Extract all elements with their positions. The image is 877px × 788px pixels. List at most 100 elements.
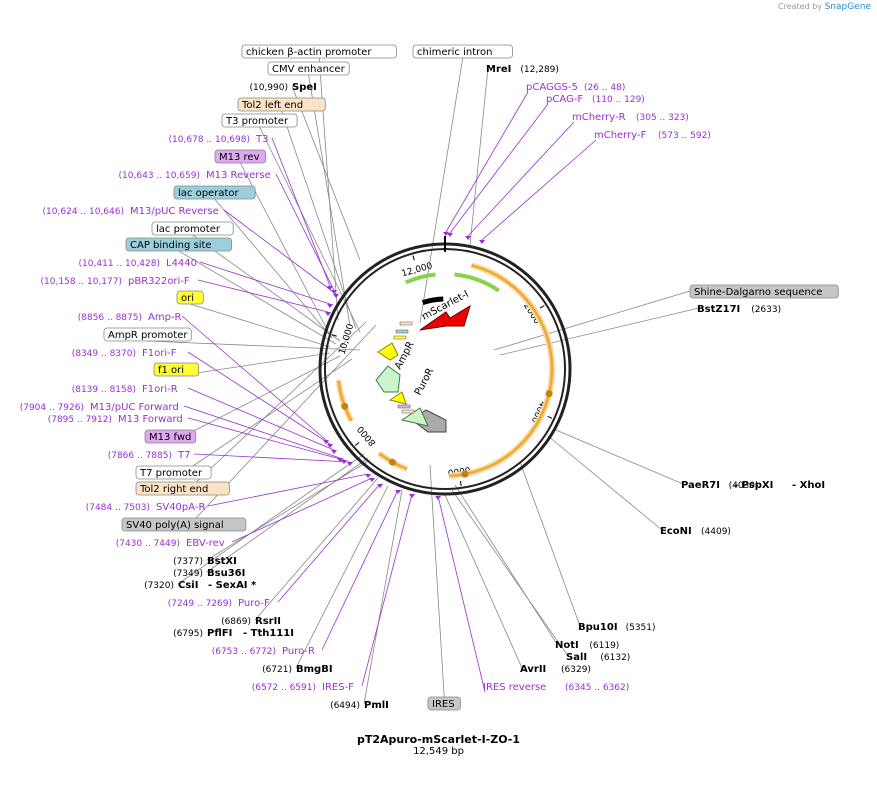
leader-line — [429, 464, 445, 698]
feature-box-lac-operator: lac operator — [173, 185, 256, 200]
primer-leader-line — [481, 139, 597, 241]
mscarlet-backbone-arc — [421, 296, 444, 306]
site-name: EcoNI — [660, 526, 692, 537]
primer-leader-line — [181, 315, 327, 441]
restriction-site-sexai: - SexAI * — [208, 580, 257, 591]
primer-binding-arrow — [331, 290, 337, 294]
orf-arc-amp — [337, 380, 353, 422]
brand-created-by: Created by — [778, 2, 823, 11]
primer-leader-line — [207, 473, 369, 507]
primer-ires-reverse: IRES reverse (6345 .. 6362) — [483, 682, 629, 693]
restriction-site-xhoi: - XhoI — [792, 480, 825, 491]
site-position: (5351) — [626, 623, 656, 633]
tick-mark — [459, 480, 462, 486]
site-name: PmlI — [364, 700, 389, 711]
primer-name: SV40pA-R — [156, 502, 205, 513]
leader-line — [176, 352, 331, 377]
plasmid-name: pT2Apuro-mScarlet-I-ZO-1 — [356, 733, 520, 746]
site-leader-line — [291, 85, 361, 261]
feature-box-text: T3 promoter — [225, 116, 289, 127]
site-name: - XhoI — [792, 480, 825, 491]
leader-line — [147, 340, 361, 351]
primer-binding-arrow — [409, 494, 415, 498]
primer-name: pCAGGS-5 — [526, 82, 578, 93]
site-position: (2633) — [751, 305, 781, 315]
restriction-site-bmgbi: (6721)BmgBI — [262, 664, 332, 675]
amp-promoter-arrow — [377, 342, 399, 361]
primer-name: IRES reverse — [483, 682, 546, 693]
site-name: - PspXI — [734, 480, 773, 491]
primer-position: (8856 .. 8875) — [78, 313, 142, 323]
primer-binding-arrow — [369, 478, 375, 482]
site-position: (6721) — [262, 665, 292, 675]
site-leader-line — [177, 453, 365, 585]
primer-sv40pa-r: (7484 .. 7503) SV40pA-R — [86, 502, 206, 513]
primer-name: L4440 — [166, 258, 197, 269]
feature-label-puror: PuroR — [413, 366, 436, 397]
site-leader-line — [295, 485, 389, 669]
site-position: (10,990) — [249, 83, 288, 93]
primer-position: (10,158 .. 10,177) — [41, 277, 122, 287]
restriction-site-noti: NotI(6119) — [555, 640, 619, 651]
site-position: (6795) — [173, 629, 203, 639]
primer-name: IRES-F — [322, 682, 354, 693]
primer-position: (7484 .. 7503) — [86, 503, 150, 513]
feature-box-text: Shine-Dalgarno sequence — [694, 287, 822, 298]
feature-box-tol2-left-end: Tol2 left end — [237, 97, 326, 112]
primer-name: M13 Reverse — [206, 170, 271, 181]
primer-name: M13/pUC Reverse — [130, 206, 219, 217]
feature-box-bg — [135, 465, 212, 480]
green-feature-arc-1 — [404, 272, 436, 285]
primer-name: T3 — [255, 134, 268, 145]
tick-label: 8000 — [356, 423, 379, 447]
tick-mark — [354, 442, 360, 447]
feature-box-text: chicken β-actin promoter — [246, 47, 372, 58]
primer-leader-line — [445, 91, 529, 233]
primer-position: (6345 .. 6362) — [565, 683, 629, 693]
feature-box-sv40-poly-a-signal: SV40 poly(A) signal — [121, 517, 247, 532]
primer-leader-line — [275, 173, 335, 291]
site-leader-line — [254, 477, 379, 621]
green-feature-arc-2 — [454, 272, 500, 293]
site-name: RsrII — [255, 616, 281, 627]
site-leader-line — [444, 494, 523, 669]
site-leader-line — [363, 489, 403, 705]
leader-line — [183, 324, 377, 532]
feature-box-shine-dalgarno-sequence: Shine-Dalgarno sequence — [689, 284, 839, 299]
primer-binding-arrow — [435, 496, 441, 500]
site-name: BstXI — [207, 556, 237, 567]
feature-box-bg — [412, 44, 513, 59]
backbone-inner-circle — [324, 248, 566, 490]
primer-puro-r: (6753 .. 6772)Puro-R — [212, 646, 315, 657]
site-name: PaeR7I — [681, 480, 720, 491]
site-position: (4030) — [729, 481, 759, 491]
restriction-site-bpu10i: Bpu10I(5351) — [578, 622, 656, 633]
primer-leader-line — [183, 405, 341, 459]
mscarlet-arrow — [419, 304, 471, 331]
restriction-site-pmli: (6494)PmlI — [330, 700, 389, 711]
primer-name: mCherry-R — [572, 112, 626, 123]
primer-position: (10,411 .. 10,428) — [79, 259, 160, 269]
leader-line — [192, 234, 341, 342]
primer-binding-arrow — [377, 484, 383, 488]
leader-line — [190, 303, 331, 348]
feature-box-bg — [125, 237, 232, 252]
feature-box-bg — [689, 284, 839, 299]
primer-position: (10,624 .. 10,646) — [43, 207, 124, 217]
primer-f1ori-r: (8139 .. 8158)F1ori-R — [72, 384, 178, 395]
feature-box-bg — [267, 61, 350, 76]
primer-leader-line — [199, 261, 331, 305]
feature-box-bg — [144, 429, 197, 444]
primer-name: M13 Forward — [118, 414, 183, 425]
site-name: - SexAI * — [208, 580, 257, 591]
primer-mcherry-r: mCherry-R(305 .. 323) — [572, 112, 689, 123]
primer-position: (573 .. 592) — [658, 131, 711, 141]
orf-arrowhead — [388, 458, 396, 466]
primer-name: EBV-rev — [186, 538, 225, 549]
restriction-site-paer7i: PaeR7I (4030) — [681, 480, 759, 491]
feature-box-m13-rev: M13 rev — [214, 149, 267, 164]
orf-arrowhead — [545, 390, 553, 398]
primer-ires-f: (6572 .. 6591)IRES-F — [252, 682, 354, 693]
site-name: BstZ17I — [697, 304, 740, 315]
